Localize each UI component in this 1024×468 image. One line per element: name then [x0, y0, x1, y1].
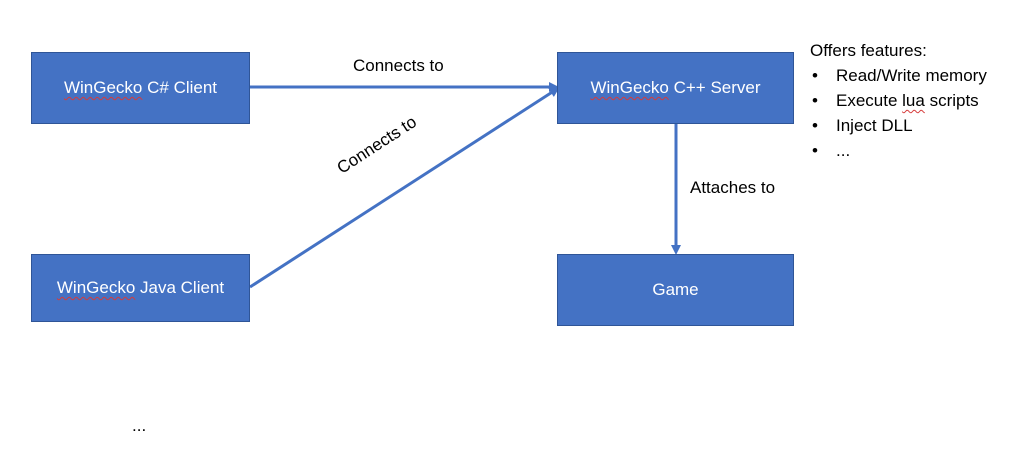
- feature-item: •...: [810, 138, 987, 163]
- arrow-java-to-server: [249, 87, 560, 289]
- bullet-icon: •: [812, 116, 818, 135]
- game-node: Game: [557, 254, 794, 326]
- features-items: •Read/Write memory •Execute lua scripts …: [810, 63, 987, 163]
- java-client-suffix: Java Client: [135, 278, 225, 297]
- csharp-client-brand: WinGecko: [63, 78, 143, 97]
- java-client-label: WinGecko Java Client: [57, 278, 224, 298]
- cpp-server-suffix: C++ Server: [668, 78, 761, 97]
- java-client-node: WinGecko Java Client: [31, 254, 250, 322]
- cpp-server-node: WinGecko C++ Server: [557, 52, 794, 124]
- feature-item: •Execute lua scripts: [810, 88, 987, 113]
- more-clients-ellipsis: ...: [132, 416, 147, 435]
- features-list: Offers features: •Read/Write memory •Exe…: [810, 38, 987, 163]
- game-label: Game: [652, 280, 699, 299]
- bullet-icon: •: [812, 66, 818, 85]
- cpp-server-label: WinGecko C++ Server: [590, 78, 760, 98]
- java-client-brand: WinGecko: [56, 278, 136, 297]
- cpp-server-brand: WinGecko: [590, 78, 669, 97]
- csharp-client-suffix: C# Client: [142, 78, 218, 97]
- feature-item: •Read/Write memory: [810, 63, 987, 88]
- csharp-edge-label: Connects to: [353, 56, 444, 75]
- csharp-client-label: WinGecko C# Client: [64, 78, 217, 98]
- bullet-icon: •: [812, 141, 818, 160]
- csharp-client-node: WinGecko C# Client: [31, 52, 250, 124]
- server-to-game-edge-label: Attaches to: [690, 178, 776, 197]
- features-heading: Offers features:: [810, 41, 927, 60]
- bullet-icon: •: [812, 91, 818, 110]
- feature-item: •Inject DLL: [810, 113, 987, 138]
